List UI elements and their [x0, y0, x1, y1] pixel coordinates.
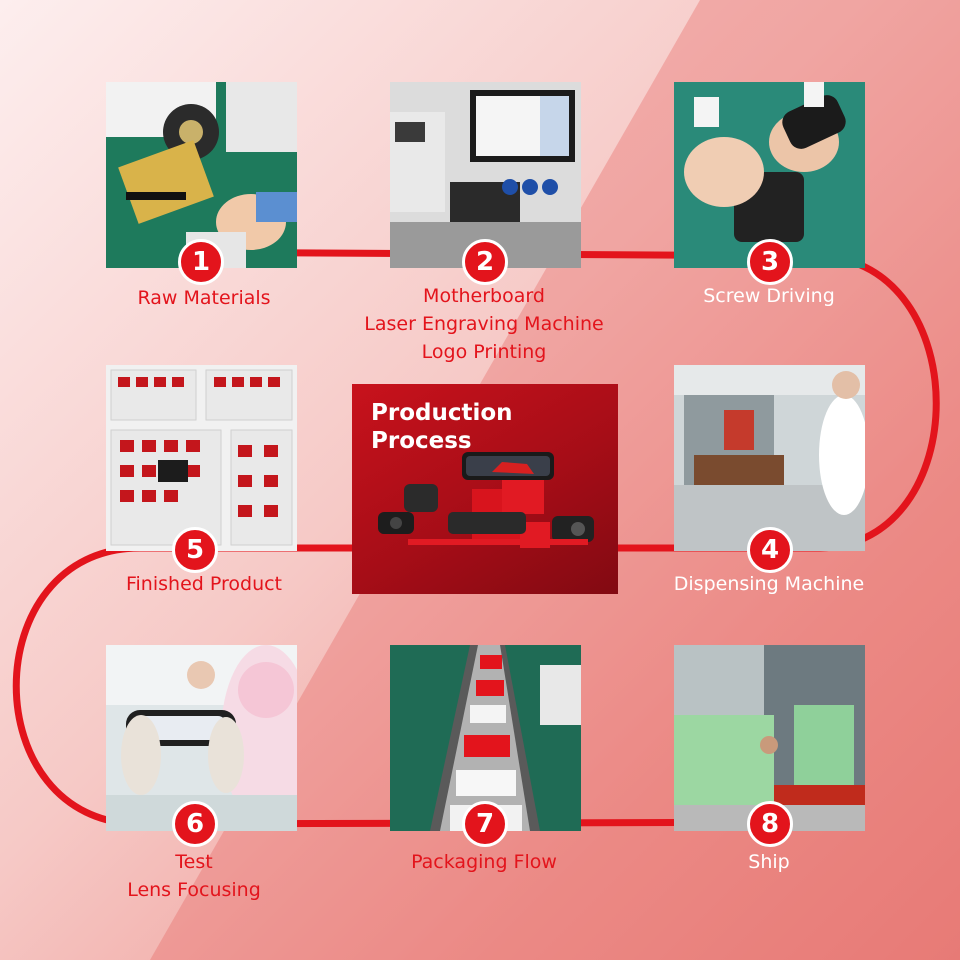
step-label-raw-materials: Raw Materials: [54, 284, 354, 312]
photo-screw-driving: [674, 82, 865, 268]
step-label-line: Logo Printing: [421, 341, 547, 363]
step-badge-5: 5: [172, 527, 218, 573]
center-card-title-line: Process: [371, 428, 472, 454]
step-label-line: Dispensing Machine: [673, 573, 865, 595]
step-badge-1: 1: [178, 239, 224, 285]
step-label-dispensing-machine: Dispensing Machine: [619, 570, 919, 598]
step-label-line: Packaging Flow: [411, 851, 557, 873]
photo-finished-product: [106, 365, 297, 551]
step-label-line: Motherboard: [423, 285, 545, 307]
step-badge-8: 8: [747, 801, 793, 847]
photo-dispensing-machine: [674, 365, 865, 551]
center-card-title-line: Production: [371, 400, 513, 426]
product-showcase-illustration: [378, 452, 594, 548]
step-badge-3: 3: [747, 239, 793, 285]
center-card-title: Production Process: [371, 399, 513, 455]
center-card: Production Process: [352, 384, 618, 594]
step-label-line: Finished Product: [125, 573, 283, 595]
step-label-ship: Ship: [619, 848, 919, 876]
step-badge-6: 6: [172, 801, 218, 847]
step-label-finished-product: Finished Product: [54, 570, 354, 598]
step-badge-4: 4: [747, 527, 793, 573]
photo-ship: [674, 645, 865, 831]
step-label-line: Laser Engraving Machine: [364, 313, 604, 335]
step-label-test: Test Lens Focusing: [44, 848, 344, 904]
step-label-packaging-flow: Packaging Flow: [334, 848, 634, 876]
step-label-line: Ship: [748, 851, 790, 873]
step-label-screw-driving: Screw Driving: [619, 282, 919, 310]
step-label-line: Lens Focusing: [127, 879, 261, 901]
step-badge-7: 7: [462, 801, 508, 847]
step-label-line: Raw Materials: [137, 287, 271, 309]
step-label-line: Screw Driving: [703, 285, 835, 307]
step-label-motherboard: Motherboard Laser Engraving Machine Logo…: [334, 282, 634, 366]
step-label-line: Test: [175, 851, 213, 873]
step-badge-2: 2: [462, 239, 508, 285]
